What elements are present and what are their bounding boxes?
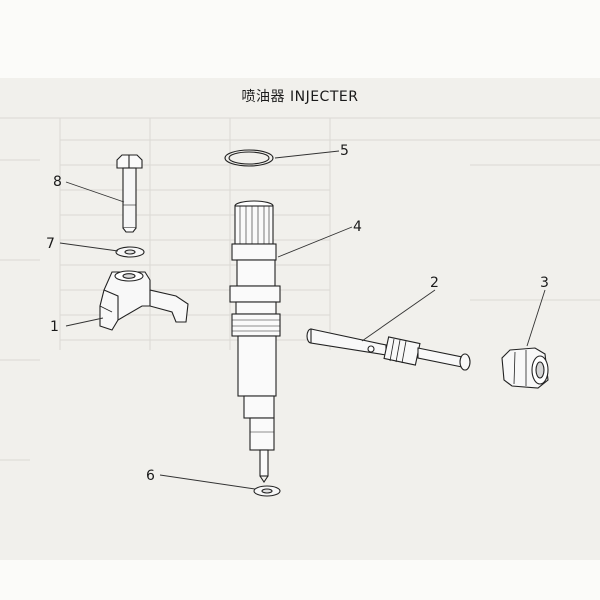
callout-2: 2	[430, 275, 439, 291]
part-1-clamp	[99, 270, 189, 331]
page-margin-bottom	[0, 560, 600, 600]
part-4-injector-body	[229, 200, 281, 483]
part-8-bolt	[116, 154, 143, 233]
callout-5: 5	[340, 143, 349, 159]
callout-8: 8	[53, 174, 62, 190]
leader-line-1	[65, 317, 104, 327]
leader-line-8	[65, 181, 125, 203]
part-2-connector-tube	[306, 328, 471, 371]
leader-line-4	[277, 226, 353, 258]
part-5-o-ring	[224, 149, 274, 167]
leader-line-7	[59, 242, 119, 252]
callout-4: 4	[353, 219, 362, 235]
leader-line-2	[361, 289, 436, 342]
callout-1: 1	[50, 319, 59, 335]
leader-line-6	[159, 474, 256, 490]
callout-7: 7	[46, 236, 55, 252]
leader-lines	[59, 150, 546, 490]
page-title: 喷油器 INJECTER	[241, 89, 359, 105]
part-3-nut	[501, 347, 549, 389]
leader-line-5	[274, 150, 340, 159]
page-margin-top	[0, 0, 600, 78]
callout-6: 6	[146, 468, 155, 484]
leader-line-3	[526, 289, 546, 347]
callout-3: 3	[540, 275, 549, 291]
part-7-washer	[115, 246, 145, 258]
bleed-through-table	[0, 117, 600, 461]
part-6-washer	[253, 485, 281, 497]
